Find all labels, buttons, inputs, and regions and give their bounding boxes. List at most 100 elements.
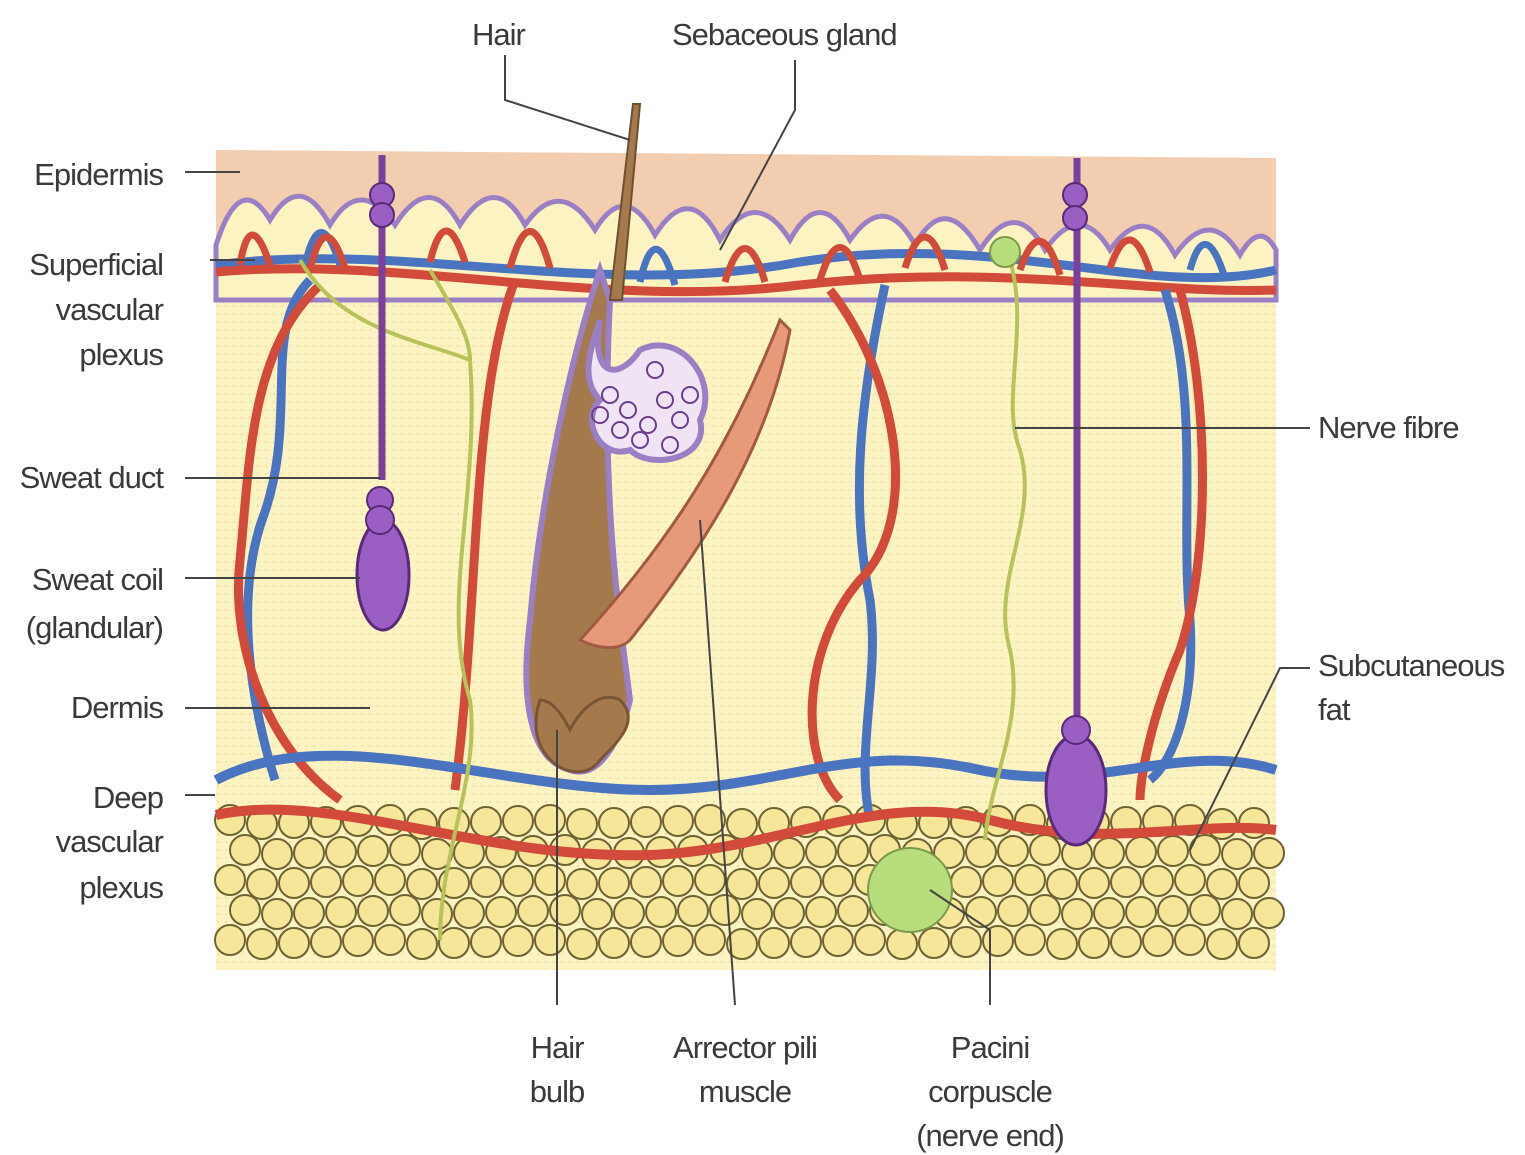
label-subcutaneous-fat-1: Subcutaneous: [1318, 648, 1505, 683]
fat-cell: [582, 899, 612, 929]
fat-cell: [518, 896, 548, 926]
fat-cell: [919, 928, 949, 958]
label-superficial-plexus-2: vascular: [56, 292, 164, 327]
fat-cell: [503, 926, 533, 956]
fat-cell: [631, 867, 661, 897]
fat-cell: [439, 928, 469, 958]
fat-cell: [663, 926, 693, 956]
fat-cell: [855, 925, 885, 955]
fat-cell: [695, 925, 725, 955]
fat-cell: [823, 926, 853, 956]
fat-cell: [503, 866, 533, 896]
fat-cell: [390, 835, 420, 865]
fat-cell: [1111, 867, 1141, 897]
fat-cell: [710, 895, 740, 925]
fat-cell: [759, 928, 789, 958]
fat-cell: [998, 836, 1028, 866]
pacini-corpuscle: [868, 848, 952, 932]
fat-cell: [486, 897, 516, 927]
fat-cell: [262, 899, 292, 929]
fat-cell: [1222, 839, 1252, 869]
fat-cell: [390, 895, 420, 925]
fat-cell: [215, 925, 245, 955]
fat-cell: [631, 927, 661, 957]
fat-cell: [599, 808, 629, 838]
fat-cell: [1190, 895, 1220, 925]
label-epidermis: Epidermis: [34, 157, 163, 192]
fat-cell: [1079, 928, 1109, 958]
fat-cell: [1047, 929, 1077, 959]
fat-cell: [1126, 837, 1156, 867]
fat-cell: [343, 866, 373, 896]
fat-cell: [535, 925, 565, 955]
fat-cell: [1111, 927, 1141, 957]
fat-cell: [791, 867, 821, 897]
fat-cell: [1158, 836, 1188, 866]
fat-cell: [727, 869, 757, 899]
label-sweat-coil-2: (glandular): [26, 610, 163, 645]
fat-cell: [998, 896, 1028, 926]
fat-cell: [407, 929, 437, 959]
fat-cell: [215, 865, 245, 895]
fat-cell: [631, 807, 661, 837]
fat-cell: [951, 927, 981, 957]
fat-cell: [663, 866, 693, 896]
fat-cell: [1158, 896, 1188, 926]
label-hair: Hair: [472, 17, 526, 52]
label-dermis: Dermis: [71, 690, 164, 725]
fat-cell: [695, 865, 725, 895]
fat-cell: [1030, 835, 1060, 865]
fat-cell: [791, 927, 821, 957]
fat-cell: [535, 805, 565, 835]
fat-cell: [262, 839, 292, 869]
fat-cell: [759, 868, 789, 898]
label-superficial-plexus-1: Superficial: [29, 247, 163, 282]
fat-cell: [614, 898, 644, 928]
fat-cell: [567, 929, 597, 959]
fat-cell: [1143, 866, 1173, 896]
label-hair-bulb-1: Hair: [531, 1030, 585, 1065]
fat-cell: [294, 898, 324, 928]
fat-cell: [343, 926, 373, 956]
fat-cell: [422, 899, 452, 929]
label-subcutaneous-fat-2: fat: [1318, 692, 1351, 727]
fat-cell: [983, 866, 1013, 896]
fat-cell: [279, 868, 309, 898]
fat-cell: [1094, 898, 1124, 928]
label-sweat-coil-1: Sweat coil: [32, 562, 163, 597]
fat-cell: [951, 867, 981, 897]
fat-cell: [326, 897, 356, 927]
fat-cell: [1062, 899, 1092, 929]
fat-cell: [311, 867, 341, 897]
fat-cell: [535, 865, 565, 895]
fat-cell: [358, 836, 388, 866]
fat-cell: [550, 895, 580, 925]
label-pacini-3: (nerve end): [916, 1118, 1064, 1153]
fat-cell: [1094, 838, 1124, 868]
label-sebaceous-gland: Sebaceous gland: [672, 17, 897, 52]
fat-cell: [727, 809, 757, 839]
fat-cell: [1047, 869, 1077, 899]
fat-cell: [1222, 899, 1252, 929]
fat-cell: [311, 927, 341, 957]
label-pacini-2: corpuscle: [928, 1074, 1052, 1109]
fat-cell: [983, 926, 1013, 956]
label-deep-plexus-3: plexus: [79, 870, 163, 905]
fat-cell: [678, 896, 708, 926]
fat-cell: [823, 866, 853, 896]
fat-cell: [887, 929, 917, 959]
fat-cell: [1030, 895, 1060, 925]
label-hair-bulb-2: bulb: [530, 1074, 585, 1109]
fat-cell: [599, 868, 629, 898]
fat-cell: [230, 895, 260, 925]
fat-cell: [1079, 868, 1109, 898]
fat-cell: [774, 838, 804, 868]
label-superficial-plexus-3: plexus: [79, 337, 163, 372]
fat-cell: [1143, 926, 1173, 956]
label-sweat-duct: Sweat duct: [20, 460, 165, 495]
fat-cell: [375, 925, 405, 955]
fat-cell: [358, 896, 388, 926]
fat-cell: [663, 806, 693, 836]
fat-cell: [326, 837, 356, 867]
